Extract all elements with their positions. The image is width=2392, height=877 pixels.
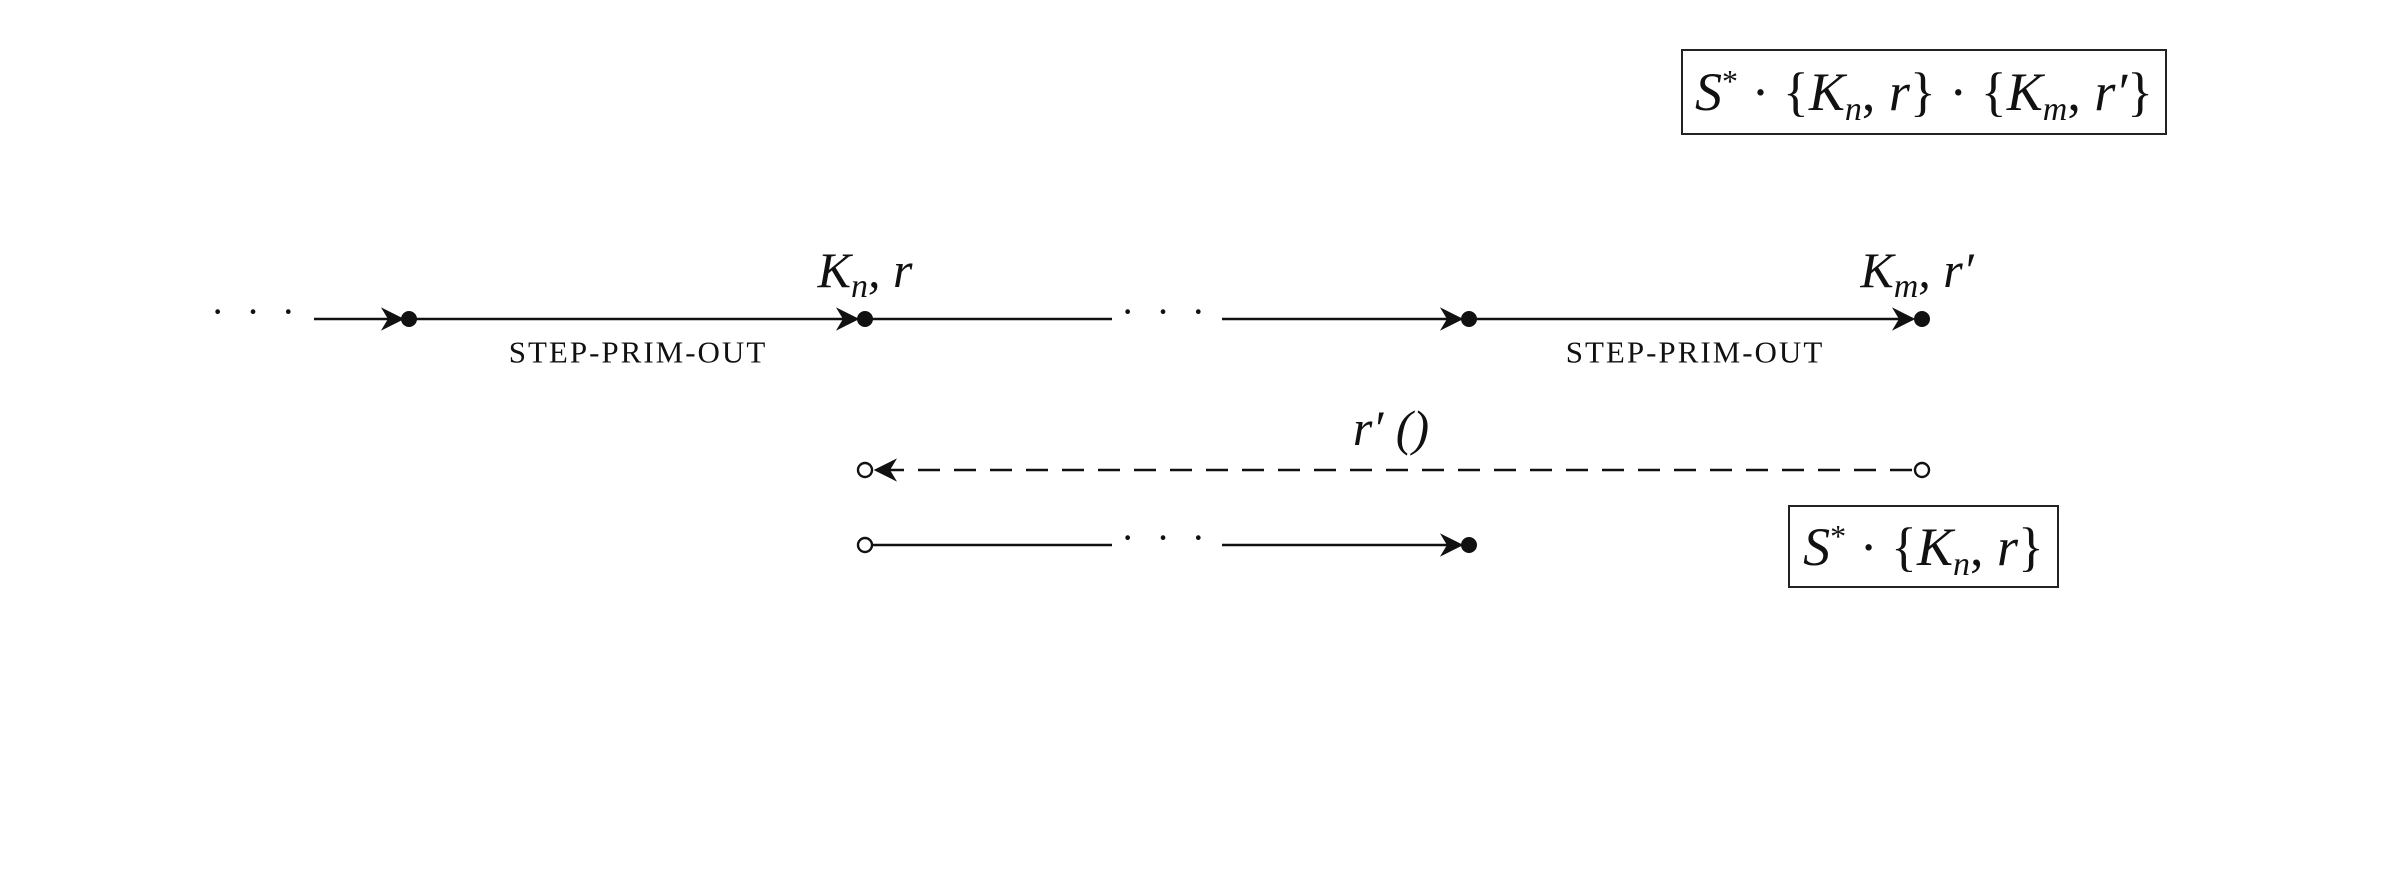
state-formula-bottom: S* · {Kn, r}	[1803, 516, 2044, 583]
node-kn-r	[857, 311, 873, 327]
ellipsis-row3: · · ·	[1121, 515, 1211, 560]
label-return: r′ ()	[1352, 400, 1430, 456]
label-step-prim-out-2: STEP-PRIM-OUT	[1565, 334, 1825, 370]
label-step-prim-out-1: STEP-PRIM-OUT	[508, 334, 768, 370]
label-km-rp: Km, r′	[1860, 242, 1974, 305]
state-box-bottom: S* · {Kn, r}	[1788, 505, 2059, 588]
state-formula-top: S* · {Kn, r} · {Km, r′}	[1694, 62, 2154, 128]
node-filled-row3	[1461, 537, 1477, 553]
ellipsis-mid: · · ·	[1121, 289, 1211, 334]
node-filled	[401, 311, 417, 327]
node-km-rp	[1914, 311, 1930, 327]
node-filled	[1461, 311, 1477, 327]
node-open-row3	[856, 536, 874, 554]
label-kn-r: Kn, r	[817, 242, 913, 305]
state-box-top: S* · {Kn, r} · {Km, r′}	[1681, 49, 2167, 135]
ellipsis-left: · · ·	[211, 289, 301, 334]
node-open-return-source	[1913, 461, 1931, 479]
node-open-return-target	[856, 461, 874, 479]
